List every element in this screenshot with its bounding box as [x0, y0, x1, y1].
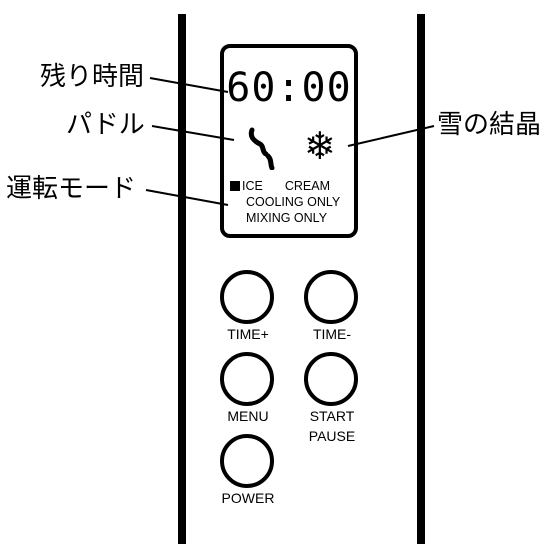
mode-mixing-only: MIXING ONLY [246, 211, 328, 225]
pause-label: PAUSE [308, 428, 356, 444]
lcd-display: 60:00 ❄ ICE CREAM COOLING ONLY MIXING ONL… [220, 44, 358, 238]
mode-cream: CREAM [284, 179, 330, 193]
leader-remaining-time [149, 77, 229, 93]
menu-label: MENU [227, 408, 269, 424]
panel-right-edge [417, 14, 425, 544]
panel-left-edge [178, 14, 186, 544]
callout-snow-crystal: 雪の結晶 [437, 110, 542, 140]
mode-selected-indicator [230, 181, 240, 191]
callout-paddle: パドル [66, 110, 145, 140]
start-label: START [309, 408, 355, 424]
time-minus-label: TIME- [312, 326, 352, 342]
paddle-icon [248, 127, 275, 170]
start-pause-button[interactable] [304, 352, 358, 406]
menu-button[interactable] [220, 352, 274, 406]
leader-mode [145, 189, 229, 206]
mode-cooling-only: COOLING ONLY [246, 195, 341, 209]
time-minus-button[interactable] [304, 270, 358, 324]
power-label: POWER [221, 490, 275, 506]
mode-line-ice-cream: ICE CREAM [230, 178, 354, 194]
power-button[interactable] [220, 434, 274, 488]
mode-ice: ICE [242, 179, 263, 193]
callout-operation-mode: 運転モード [6, 174, 137, 204]
snowflake-icon: ❄ [304, 124, 336, 168]
operation-mode-list: ICE CREAM COOLING ONLY MIXING ONLY [230, 178, 354, 226]
callout-remaining-time: 残り時間 [40, 62, 145, 92]
time-plus-button[interactable] [220, 270, 274, 324]
remaining-time-readout: 60:00 [226, 65, 352, 111]
time-plus-label: TIME+ [227, 326, 269, 342]
